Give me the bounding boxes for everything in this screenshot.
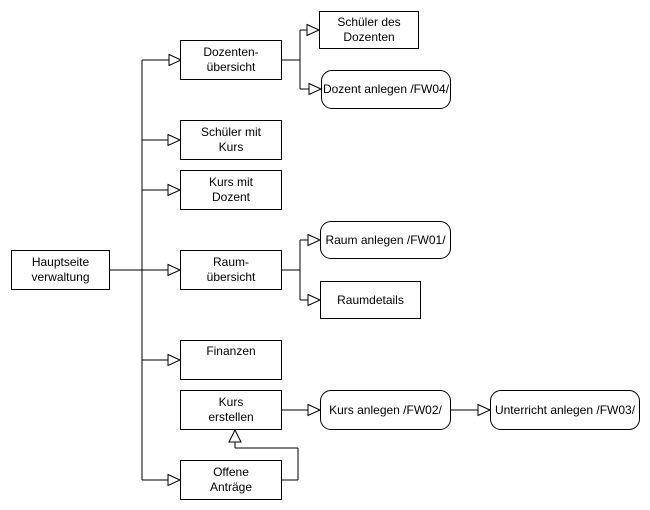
edge-line [234,442,299,481]
node-raum-uebersicht[interactable]: Raum- übersicht [180,250,282,290]
node-kurs-mit-dozent[interactable]: Kurs mit Dozent [180,170,282,210]
arrowhead-dozenten-uebersicht [168,53,183,67]
edge-line [282,239,308,301]
node-schueler-mit-kurs[interactable]: Schüler mit Kurs [180,120,282,160]
node-offene-antraege[interactable]: Offene Anträge [180,460,282,500]
edge-raum-children [282,233,322,307]
arrowhead-offene-antraege [167,473,182,487]
node-label: Kurs erstellen [208,395,254,424]
arrowhead-kurs-anlegen [307,403,322,417]
node-raum-anlegen-fw01[interactable]: Raum anlegen /FW01/ [320,221,451,259]
node-hauptseite-verwaltung[interactable]: Hauptseite verwaltung [11,250,110,290]
node-label: Raum anlegen /FW01/ [325,232,446,247]
node-kurs-erstellen[interactable]: Kurs erstellen [180,390,282,430]
edge-dozenten-children [282,23,323,96]
node-label: Offene Anträge [209,465,253,494]
node-label: Dozenten- übersicht [203,45,259,74]
node-label: Schüler mit Kurs [200,125,262,154]
node-finanzen[interactable]: Finanzen [180,340,282,380]
node-raumdetails[interactable]: Raumdetails [320,281,421,319]
arrowhead-raum-anlegen [307,233,322,247]
node-dozenten-uebersicht[interactable]: Dozenten- übersicht [180,40,282,80]
node-label: Kurs anlegen /FW02/ [329,402,442,417]
arrowhead-unterricht-anlegen [477,403,492,417]
edge-kurs-chain [282,403,492,417]
arrowhead-kurs-erstellen-bottom [228,428,242,443]
node-label: Raum- übersicht [206,255,256,284]
edge-offene-to-kurs-erstellen [228,428,299,481]
node-dozent-anlegen-fw04[interactable]: Dozent anlegen /FW04/ [321,70,451,109]
node-label: Kurs mit Dozent [208,175,253,204]
node-label: Hauptseite verwaltung [31,255,90,284]
arrowhead-raum-uebersicht [167,263,182,277]
edge-line [110,59,169,481]
node-label: Dozent anlegen /FW04/ [322,82,450,96]
edge-trunk-branches [110,53,183,487]
node-label: Schüler des Dozenten [337,15,401,44]
arrowhead-finanzen [167,353,182,367]
node-label: Raumdetails [337,292,404,307]
node-schueler-des-dozenten[interactable]: Schüler des Dozenten [319,11,419,49]
arrowhead-kurs-mit-dozent [167,183,182,197]
arrowhead-schueler-des-dozenten [306,23,321,37]
arrowhead-raumdetails [307,293,322,307]
node-label: Finanzen [206,344,256,358]
node-unterricht-anlegen-fw03[interactable]: Unterricht anlegen /FW03/ [490,390,640,430]
node-kurs-anlegen-fw02[interactable]: Kurs anlegen /FW02/ [320,390,451,430]
edge-line [282,29,309,90]
arrowhead-schueler-mit-kurs [167,133,182,147]
node-label: Unterricht anlegen /FW03/ [494,402,636,417]
arrowhead-dozent-anlegen [308,82,323,96]
